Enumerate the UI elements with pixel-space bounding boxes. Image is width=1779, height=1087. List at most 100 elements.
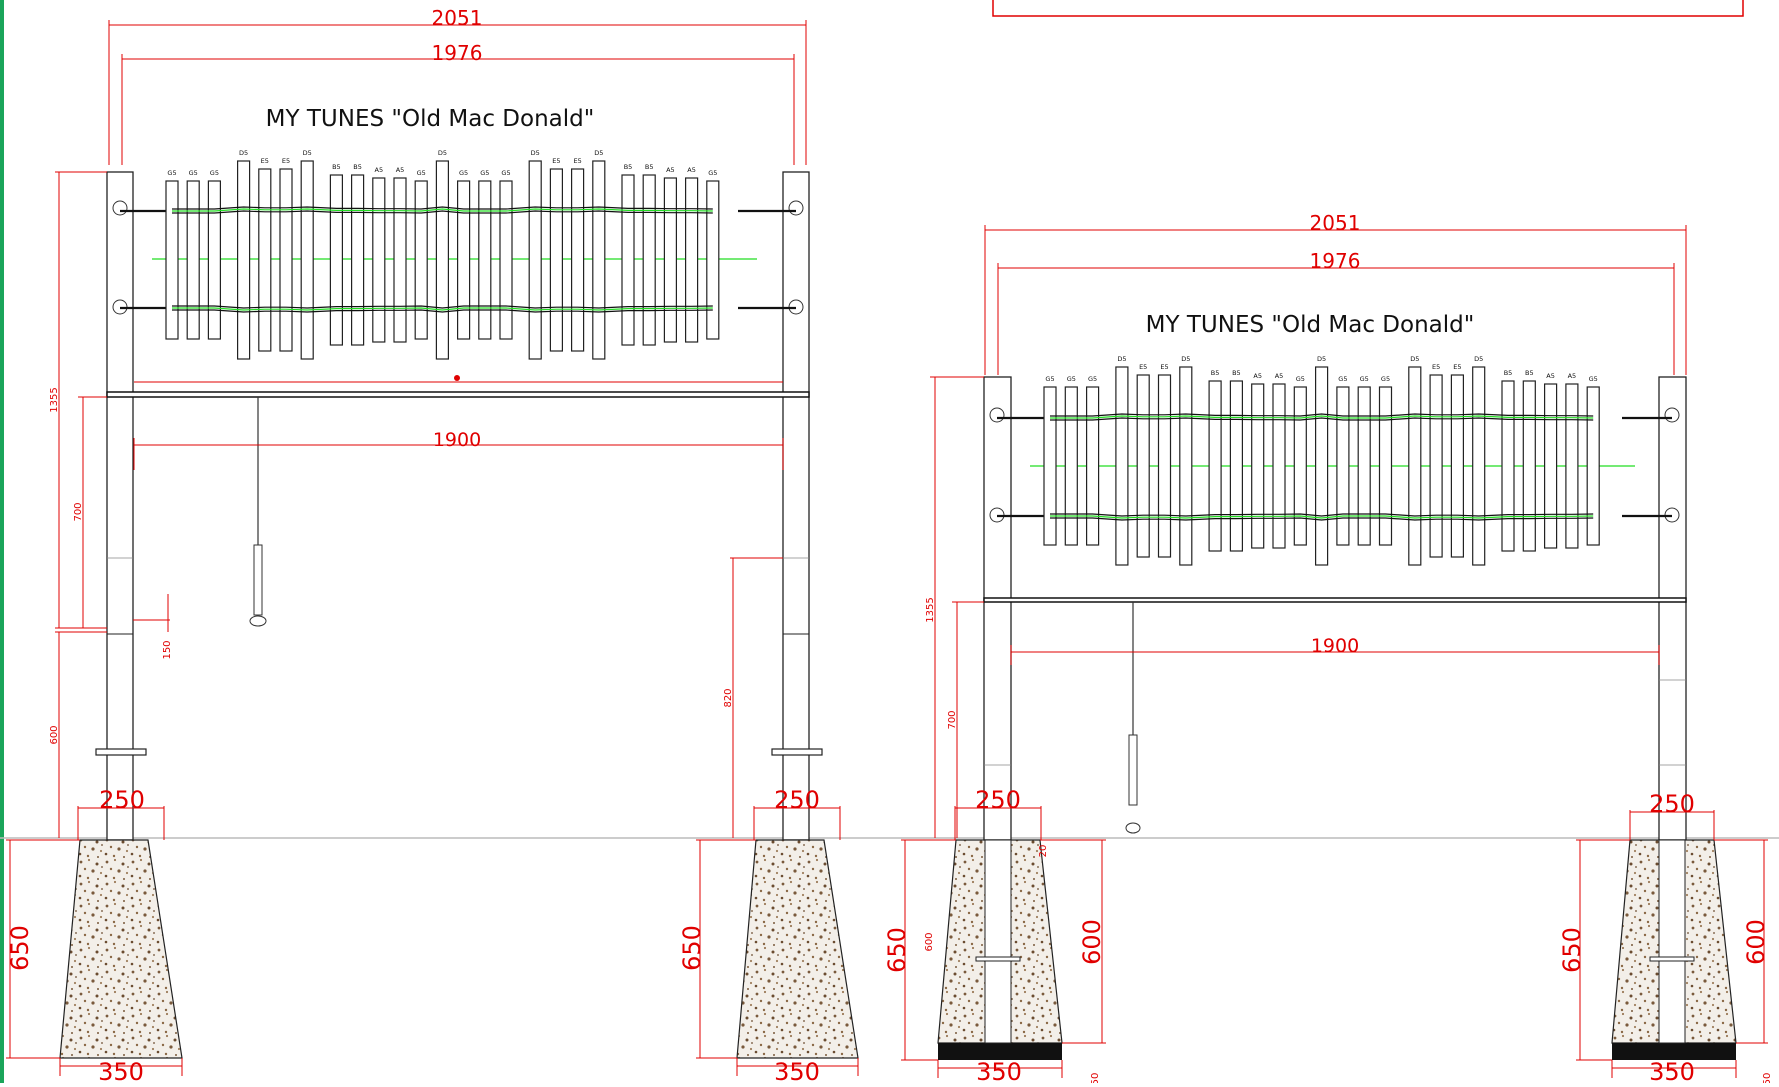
chime-bar [528,160,542,360]
chime-bar [351,174,365,346]
note-label: D5 [1474,355,1483,363]
note-label: E5 [1432,363,1440,371]
chime-bar [706,180,720,340]
note-label: E5 [552,157,560,165]
dim-text: 650 [678,925,706,971]
dim-text: 1900 [433,429,481,451]
note-label: G5 [708,169,717,177]
green-rod-line [172,307,713,311]
dim-text: 20 [1038,845,1049,858]
chime-bar [186,180,200,340]
note-label: E5 [573,157,581,165]
mallet-handle [253,544,263,616]
note-label: G5 [1088,375,1097,383]
chime-bar [393,177,407,343]
note-label: A5 [375,166,384,174]
left-post [983,376,1012,841]
dim-text: 650 [6,925,34,971]
note-label: E5 [261,157,269,165]
note-label: B5 [624,163,633,171]
note-label: D5 [1410,355,1419,363]
title-block-frame [992,0,1744,17]
left-edge-bar [0,0,4,1083]
chime-bar [1314,366,1329,566]
dim-text: 650 [1558,927,1586,973]
dim-text: 1355 [925,597,936,622]
chime-bar [499,180,513,340]
chime-bar [1378,386,1393,546]
note-label: G5 [1338,375,1347,383]
dim-text: 150 [162,640,173,659]
tension-rod [1050,517,1594,521]
chime-bar [592,160,606,360]
chime-bar [1565,383,1579,549]
green-rod-line [172,208,713,212]
right-footing: 250 650 350 [678,786,859,1086]
mallet-head [1125,822,1141,834]
green-rod-line [1050,415,1594,419]
note-label: E5 [1453,363,1461,371]
chime-bar [684,177,699,343]
chime-bar [1272,383,1286,549]
tension-rod [1050,513,1594,517]
note-label: D5 [594,149,603,157]
dim-text: 2051 [1310,211,1361,235]
dim-text: 350 [976,1058,1022,1083]
chime-bar [570,168,585,352]
right-post [1658,376,1687,841]
dim-text: 350 [1649,1058,1695,1083]
dim-overall-width: 2051 [108,6,807,165]
chime-bar [1208,380,1222,552]
chime-bar [279,168,293,352]
note-label: G5 [501,169,510,177]
note-label: D5 [1317,355,1326,363]
dim-text: 250 [1649,790,1695,818]
dim-text: 1976 [1310,249,1361,273]
dim-text: 1976 [432,41,483,65]
mallet-handle [1128,734,1138,806]
note-label: D5 [239,149,248,157]
chime-bar [372,177,386,343]
note-label: B5 [1504,369,1513,377]
chime-bar [621,174,635,346]
tension-rod [172,309,713,313]
note-label: G5 [480,169,489,177]
drawing-title: MY TUNES "Old Mac Donald" [1146,312,1475,338]
note-label: E5 [1139,363,1147,371]
mallet-bar [983,597,1687,603]
chime-bar [1064,386,1078,546]
chime-bar [663,177,678,343]
note-label: G5 [1067,375,1076,383]
chime-bar [1136,374,1150,558]
dim-text: 600 [49,725,60,744]
chime-bar [642,174,656,346]
note-label: G5 [210,169,219,177]
chime-bar [1543,383,1558,549]
note-label: G5 [417,169,426,177]
chime-bar [1336,386,1350,546]
note-label: D5 [531,149,540,157]
chime-bar [1085,386,1100,546]
note-label: A5 [1568,372,1577,380]
note-label: G5 [1360,375,1369,383]
chime-bar [1357,386,1371,546]
dim-text: 820 [723,688,734,707]
note-label: A5 [1253,372,1262,380]
dim-text: 600 [924,932,935,951]
note-label: D5 [1181,355,1190,363]
dim-text: 350 [98,1058,144,1083]
left-footing: 250 650 350 [6,786,183,1086]
chime-bar [457,180,471,340]
note-label: B5 [1211,369,1220,377]
drawing-title: MY TUNES "Old Mac Donald" [266,106,595,132]
note-label: G5 [1381,375,1390,383]
chime-bar [1501,380,1515,552]
chime-bar [1429,374,1443,558]
note-label: G5 [1296,375,1305,383]
note-label: D5 [438,149,447,157]
note-label: D5 [1117,355,1126,363]
dim-bar-width: 1900 [133,429,784,470]
dim-text: 2051 [432,6,483,30]
dim-text: 350 [774,1058,820,1083]
